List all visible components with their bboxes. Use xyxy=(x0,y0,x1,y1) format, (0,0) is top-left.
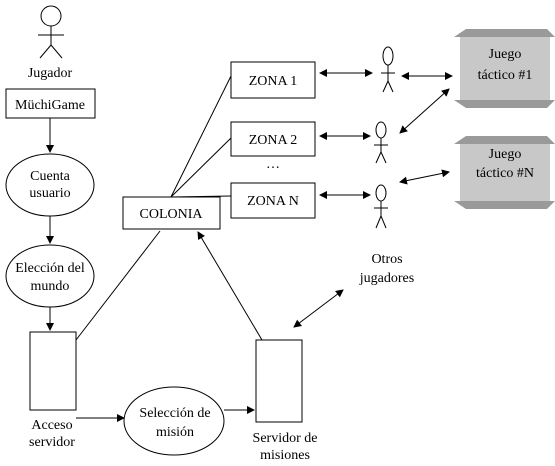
line-colony-to-zoneN xyxy=(170,195,232,198)
tactical-game-1-line1: Juego xyxy=(489,47,522,62)
account-ellipse xyxy=(5,153,95,217)
line-colony-to-zone2 xyxy=(170,137,232,198)
arrow-server-to-colony xyxy=(197,231,263,341)
arrow-playerN-gameN xyxy=(399,169,450,185)
world-line2: mundo xyxy=(31,279,70,294)
server-access-line2: servidor xyxy=(29,435,75,450)
zone-1-label: ZONA 1 xyxy=(249,74,298,89)
other-player-n-icon xyxy=(374,184,388,229)
zone-ellipsis: … xyxy=(266,157,280,172)
other-players-line2: jugadores xyxy=(359,271,414,286)
mission-select-line2: misión xyxy=(156,425,194,440)
tactical-game-1-box xyxy=(454,29,555,108)
zone-2-label: ZONA 2 xyxy=(249,133,298,148)
player-label: Jugador xyxy=(28,66,73,81)
account-line2: usuario xyxy=(29,186,70,201)
line-colony-to-zone1 xyxy=(170,75,232,198)
world-line1: Elección del xyxy=(15,261,85,276)
world-ellipse xyxy=(5,244,95,308)
zone-2-box xyxy=(230,121,316,157)
mission-select-ellipse xyxy=(123,386,225,456)
tactical-game-n-line1: Juego xyxy=(489,147,522,162)
tactical-game-1-line2: táctico #1 xyxy=(478,68,533,83)
mission-server-line1: Servidor de xyxy=(253,431,318,446)
arrow-player2-game1 xyxy=(399,88,450,134)
colony-label: COLONIA xyxy=(140,207,204,222)
other-player-2-icon xyxy=(374,121,388,164)
colony-box xyxy=(122,196,221,230)
tactical-game-n-line2: táctico #N xyxy=(476,166,534,181)
arrow-server-other-players xyxy=(293,289,344,328)
line-access-to-colony xyxy=(75,230,161,341)
tactical-game-n-box xyxy=(454,136,555,209)
muchigame-box xyxy=(5,88,96,119)
zone-n-box xyxy=(230,182,316,219)
other-players-line1: Otros xyxy=(371,252,402,267)
zone-1-box xyxy=(230,61,316,99)
server-access-box xyxy=(29,331,77,411)
mission-select-line1: Selección de xyxy=(139,406,210,421)
account-line1: Cuenta xyxy=(30,169,70,184)
server-access-line1: Acceso xyxy=(31,418,72,433)
muchigame-label: MüchiGame xyxy=(15,98,85,113)
mission-server-line2: misiones xyxy=(260,448,310,463)
zone-n-label: ZONA N xyxy=(247,194,299,209)
player-figure-icon xyxy=(38,5,64,59)
mission-server-box xyxy=(255,339,303,423)
other-player-1-icon xyxy=(381,46,395,93)
